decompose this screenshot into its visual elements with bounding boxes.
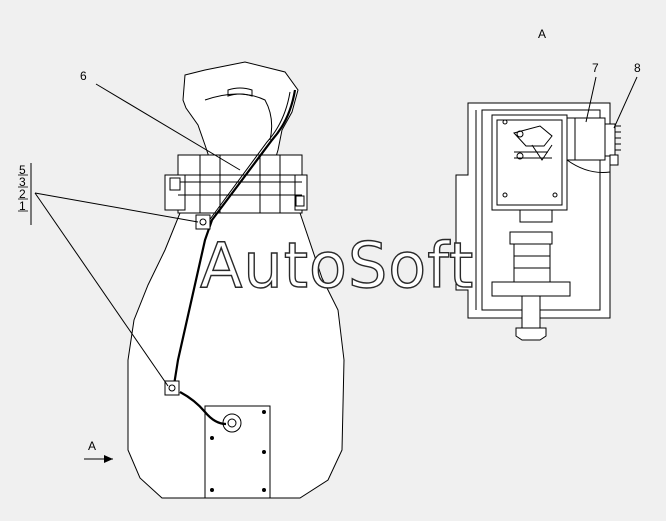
leader-6 (95, 83, 241, 171)
upper-bracket (182, 61, 299, 161)
hub-bolt-right (295, 195, 305, 207)
view-arrow-a (84, 455, 113, 463)
panel-rivet-1 (210, 436, 214, 440)
stack-label-5: 5 (19, 163, 26, 177)
panel-rivet-5 (262, 488, 266, 492)
access-panel-port-inner (227, 418, 237, 428)
panel-rivet-3 (262, 450, 266, 454)
arrow-label-a: A (88, 439, 96, 453)
leader-8 (613, 76, 638, 129)
detail-view-a (455, 102, 621, 341)
lower-mount-plate (519, 209, 553, 223)
callout-7: 7 (592, 61, 599, 75)
part-7-curve (566, 159, 611, 173)
lower-mount-top (509, 231, 553, 245)
part-8-thread (615, 125, 621, 151)
left-leaders (30, 83, 241, 387)
switch-housing (491, 114, 568, 211)
detail-inner-frame (481, 109, 601, 311)
callout-8: 8 (634, 61, 641, 75)
panel-rivet-4 (210, 488, 214, 492)
part-7-cylinder (566, 117, 606, 161)
watermark-text: AutoSoft (200, 229, 474, 302)
lower-mount-base (491, 281, 571, 297)
switch-housing-inner (496, 119, 563, 206)
switch-screw-4 (552, 192, 558, 198)
upper-clamp-bolt (199, 218, 207, 226)
upper-clamp (195, 214, 211, 230)
upper-bracket-inner (204, 93, 273, 141)
leader-7 (585, 76, 597, 123)
wire-harness (172, 89, 297, 386)
hub-bolt-left (169, 177, 181, 191)
switch-screw-5 (502, 119, 508, 125)
stack-label-2: 2 (19, 187, 26, 201)
lower-clamp-bolt (168, 384, 176, 392)
view-label-a: A (538, 27, 546, 41)
part-8-nut (609, 154, 619, 166)
view-arrow-head (104, 455, 113, 463)
callout-6: 6 (80, 69, 87, 83)
switch-screw-2 (516, 152, 524, 160)
switch-contact (531, 144, 553, 161)
lower-mount-body (513, 243, 551, 283)
main-assembly (127, 61, 345, 499)
lower-clamp (164, 380, 180, 396)
stack-label-1: 1 (19, 199, 26, 213)
part-8-connector (604, 123, 616, 157)
wire-tail (179, 391, 227, 426)
lower-mount-stem (521, 295, 541, 329)
panel-rivet-2 (262, 410, 266, 414)
right-leaders (585, 76, 638, 129)
switch-screw-3 (502, 192, 508, 198)
wire-harness-parallel (207, 91, 291, 223)
leader-stack-to-upper-clamp (34, 192, 199, 223)
lower-mount-foot (515, 327, 547, 341)
stack-label-3: 3 (19, 175, 26, 189)
switch-screw-1 (516, 130, 524, 138)
leader-stack-to-lower-clamp (34, 192, 169, 387)
switch-lever (513, 125, 553, 147)
